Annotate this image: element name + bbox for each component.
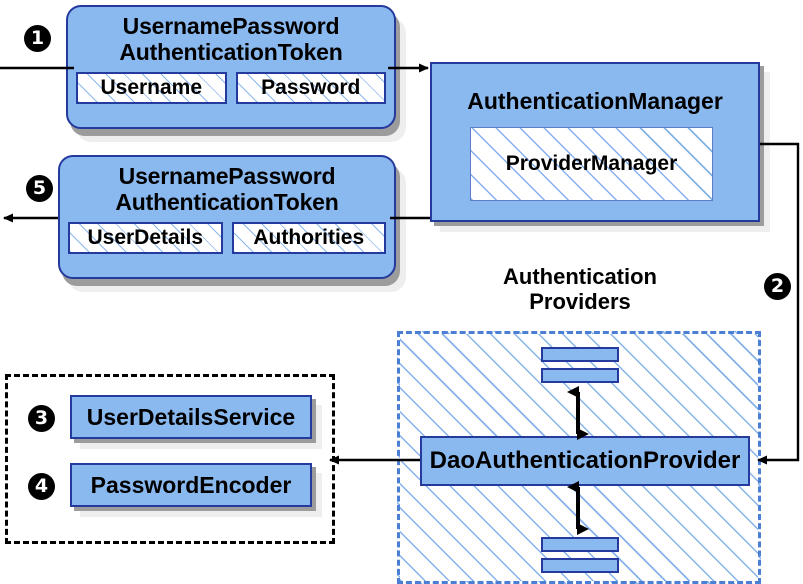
dao-authentication-provider-box[interactable]: DaoAuthenticationProvider [420,436,750,486]
badge-step-3: 3 [28,405,55,432]
request-token-fields: Username Password [68,71,394,104]
response-token-title-line2: AuthenticationToken [115,188,339,215]
request-authentication-token-card[interactable]: UsernamePassword AuthenticationToken Use… [66,5,396,129]
userdetailsservice-label: UserDetailsService [86,403,296,430]
passwordencoder-box[interactable]: PasswordEncoder [70,463,312,507]
field-password: Password [235,71,386,104]
badge-step-2: 2 [764,273,791,300]
field-username: Username [76,71,227,104]
response-authentication-token-card[interactable]: UsernamePassword AuthenticationToken Use… [58,155,396,279]
authentication-providers-caption: Authentication Providers [460,264,700,314]
authentication-manager-box[interactable]: AuthenticationManager ProviderManager [430,62,760,222]
response-token-fields: UserDetails Authorities [60,221,394,254]
badge-step-4: 4 [28,473,55,500]
providers-caption-line1: Authentication [503,264,657,289]
provider-manager-box[interactable]: ProviderManager [470,127,713,201]
request-token-title-line2: AuthenticationToken [119,38,343,65]
badge-step-1: 1 [24,25,51,52]
authentication-manager-title: AuthenticationManager [467,88,723,114]
providers-caption-line2: Providers [529,288,631,314]
provider-placeholder-bar-4 [541,558,619,573]
passwordencoder-label: PasswordEncoder [90,471,292,498]
request-token-title-line1: UsernamePassword [122,13,340,39]
request-token-title: UsernamePassword AuthenticationToken [68,13,394,66]
provider-placeholder-bar-3 [541,537,619,552]
userdetailsservice-box[interactable]: UserDetailsService [70,395,312,439]
dao-authentication-provider-label: DaoAuthenticationProvider [429,447,741,474]
badge-step-5: 5 [26,175,53,202]
field-authorities: Authorities [231,221,386,254]
provider-placeholder-bar-1 [541,347,619,362]
provider-placeholder-bar-2 [541,368,619,383]
field-userdetails: UserDetails [68,221,223,254]
response-token-title-line1: UsernamePassword [118,163,336,189]
response-token-title: UsernamePassword AuthenticationToken [60,163,394,216]
